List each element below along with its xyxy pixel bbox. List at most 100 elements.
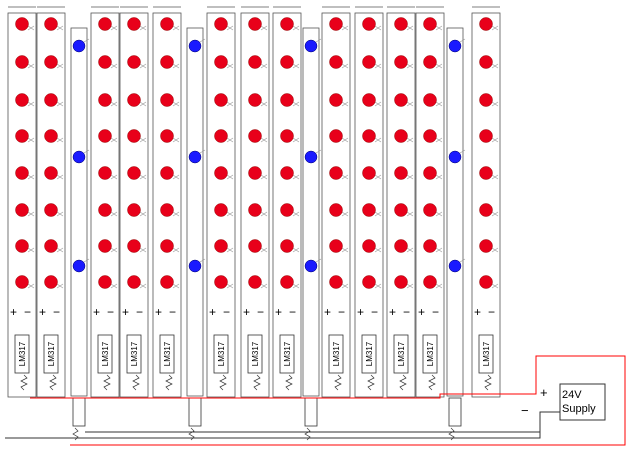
- blue-led: [448, 150, 462, 164]
- plus-terminal: +: [39, 305, 46, 319]
- led-lead: [110, 63, 118, 69]
- red-led: [394, 166, 408, 180]
- plus-terminal: +: [122, 305, 129, 319]
- lm317-regulator: [159, 334, 175, 374]
- red-led: [44, 166, 58, 180]
- led-lead: [435, 137, 443, 143]
- blue-led: [448, 259, 462, 273]
- led-lead: [341, 174, 349, 180]
- resistor: [253, 374, 261, 391]
- led-lead: [56, 247, 64, 253]
- led-lead: [56, 174, 64, 180]
- red-led-string: +− LM317: [354, 6, 384, 398]
- led-lead: [110, 247, 118, 253]
- resistor: [334, 374, 342, 391]
- red-led: [98, 129, 112, 143]
- red-led: [280, 275, 294, 289]
- lm317-label: LM317: [332, 341, 341, 366]
- minus-terminal: −: [289, 305, 296, 319]
- led-lead: [226, 174, 234, 180]
- red-led: [248, 17, 262, 31]
- led-lead: [199, 258, 206, 263]
- led-lead: [315, 38, 322, 43]
- blue-led: [188, 39, 202, 53]
- minus-terminal: −: [371, 305, 378, 319]
- red-led: [44, 275, 58, 289]
- red-led: [329, 275, 343, 289]
- red-led: [394, 129, 408, 143]
- led-lead: [110, 25, 118, 31]
- resistor: [367, 374, 375, 391]
- led-lead: [292, 137, 300, 143]
- red-led: [423, 17, 437, 31]
- string-frame: [471, 12, 501, 398]
- led-lead: [374, 283, 382, 289]
- red-led: [248, 129, 262, 143]
- led-lead: [491, 101, 499, 107]
- resistor: [484, 374, 492, 391]
- red-led: [329, 17, 343, 31]
- red-led: [15, 166, 29, 180]
- led-lead: [56, 63, 64, 69]
- red-led: [329, 166, 343, 180]
- red-led: [280, 129, 294, 143]
- red-led: [423, 129, 437, 143]
- negative-bus-wire: [5, 411, 560, 439]
- red-led: [423, 203, 437, 217]
- red-led: [394, 275, 408, 289]
- red-led-string: +−LM317: [386, 6, 416, 398]
- led-lead: [110, 283, 118, 289]
- led-lead: [172, 247, 180, 253]
- red-led: [15, 17, 29, 31]
- red-led: [479, 55, 493, 69]
- red-led: [394, 55, 408, 69]
- red-led: [160, 203, 174, 217]
- red-led-string: +−LM317: [471, 6, 501, 398]
- supply-plus-terminal: +: [540, 385, 548, 400]
- led-lead: [226, 101, 234, 107]
- red-led: [15, 55, 29, 69]
- led-lead: [27, 101, 35, 107]
- led-lead: [260, 25, 268, 31]
- red-led: [248, 275, 262, 289]
- red-led: [423, 239, 437, 253]
- led-lead: [374, 211, 382, 217]
- red-led: [479, 17, 493, 31]
- led-lead: [292, 174, 300, 180]
- red-led: [127, 55, 141, 69]
- lm317-regulator: [279, 334, 295, 374]
- supply-label-voltage: 24V: [562, 389, 582, 401]
- led-lead: [172, 101, 180, 107]
- led-lead: [139, 101, 147, 107]
- led-lead: [374, 247, 382, 253]
- red-led: [248, 166, 262, 180]
- plus-terminal: +: [93, 305, 100, 319]
- lm317-regulator: [422, 334, 438, 374]
- led-lead: [292, 211, 300, 217]
- supply-label-word: Supply: [562, 403, 596, 415]
- red-led: [160, 55, 174, 69]
- plus-terminal: +: [357, 305, 364, 319]
- red-led: [98, 166, 112, 180]
- led-lead: [27, 25, 35, 31]
- red-led: [15, 93, 29, 107]
- red-led: [362, 129, 376, 143]
- led-lead: [435, 25, 443, 31]
- led-lead: [315, 149, 322, 154]
- led-lead: [139, 25, 147, 31]
- string-frame: [70, 27, 88, 397]
- red-led: [44, 203, 58, 217]
- red-led: [394, 93, 408, 107]
- red-led: [98, 275, 112, 289]
- red-led-string: +−LM317: [90, 6, 120, 398]
- red-led: [362, 203, 376, 217]
- blue-led-string: [446, 27, 466, 441]
- led-lead: [491, 25, 499, 31]
- red-led: [280, 93, 294, 107]
- resistor: [103, 374, 111, 391]
- led-lead: [435, 63, 443, 69]
- lm317-label: LM317: [365, 341, 374, 366]
- plus-terminal: +: [209, 305, 216, 319]
- string-frame: [302, 27, 320, 397]
